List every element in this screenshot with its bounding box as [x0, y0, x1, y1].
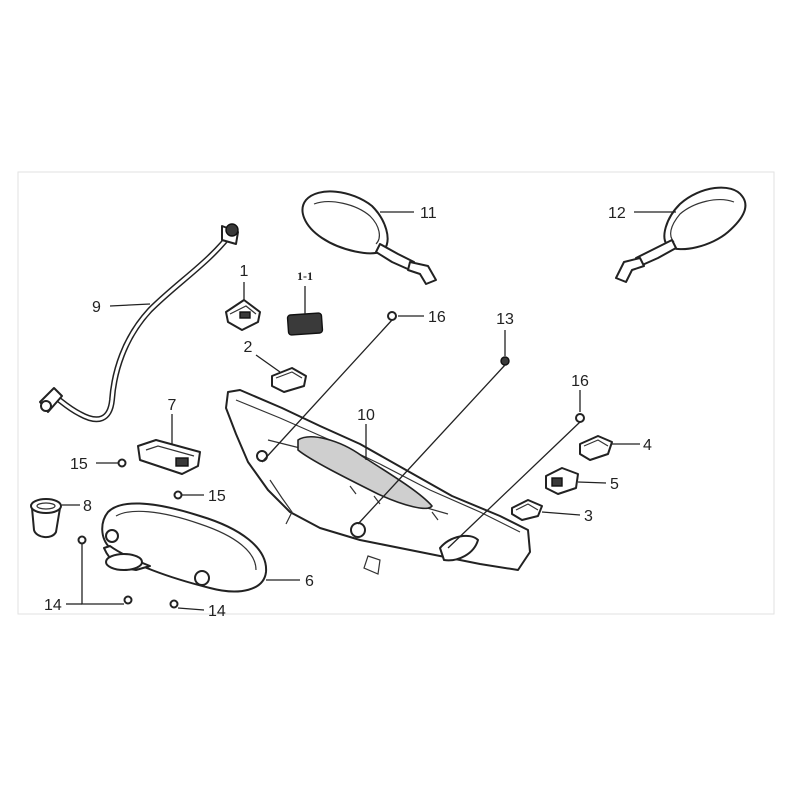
leader-14b — [177, 607, 205, 611]
part-16-screw-b — [575, 413, 585, 423]
assembly-line-16b — [447, 421, 581, 549]
part-5-switch — [545, 467, 579, 495]
callout-16a: 16 — [428, 309, 446, 326]
part-13-grommet — [500, 356, 510, 366]
callout-1: 1 — [240, 263, 249, 280]
part-15-screw-a — [117, 458, 127, 468]
part-12-right-mirror — [615, 186, 747, 283]
part-14-screw-b — [123, 595, 133, 605]
leader-5 — [577, 481, 607, 484]
assembly-line-16a — [261, 319, 393, 463]
part-1-switch — [225, 299, 261, 331]
callout-5: 5 — [610, 476, 619, 493]
assembly-line-13 — [357, 364, 506, 525]
part-2-switch — [271, 367, 307, 393]
part-4-switch — [579, 435, 613, 461]
part-14-screw-c — [169, 599, 179, 609]
callout-9: 9 — [92, 299, 101, 316]
part-6-instrument-panel — [101, 502, 268, 593]
callout-12: 12 — [608, 205, 626, 222]
callout-8: 8 — [83, 498, 92, 515]
callout-13: 13 — [496, 311, 514, 328]
leader-2 — [255, 354, 281, 373]
callout-10: 10 — [357, 407, 375, 424]
part-9-cable — [39, 223, 239, 423]
callout-2: 2 — [244, 339, 253, 356]
part-1-1-pad — [286, 312, 324, 336]
callout-15a: 15 — [70, 456, 88, 473]
part-8-knob — [30, 498, 62, 538]
part-11-left-mirror — [301, 190, 437, 285]
part-10-handlebar-cover — [225, 389, 531, 575]
callout-6: 6 — [305, 573, 314, 590]
callout-4: 4 — [643, 437, 652, 454]
callout-15b: 15 — [208, 488, 226, 505]
part-15-screw-b — [173, 490, 183, 500]
callout-16b: 16 — [571, 373, 589, 390]
leader-3 — [541, 511, 581, 516]
callout-3: 3 — [584, 508, 593, 525]
part-7-bracket — [137, 439, 201, 475]
callout-14b: 14 — [208, 603, 226, 620]
leader-9 — [109, 303, 151, 307]
diagram-frame — [17, 171, 775, 615]
callout-7: 7 — [168, 397, 177, 414]
part-3-switch — [511, 499, 543, 521]
callout-14a: 14 — [44, 597, 62, 614]
callout-11: 11 — [420, 205, 437, 222]
part-14-screw-a — [77, 535, 87, 545]
callout-1-1: 1-1 — [297, 269, 313, 283]
part-16-screw-a — [387, 311, 397, 321]
